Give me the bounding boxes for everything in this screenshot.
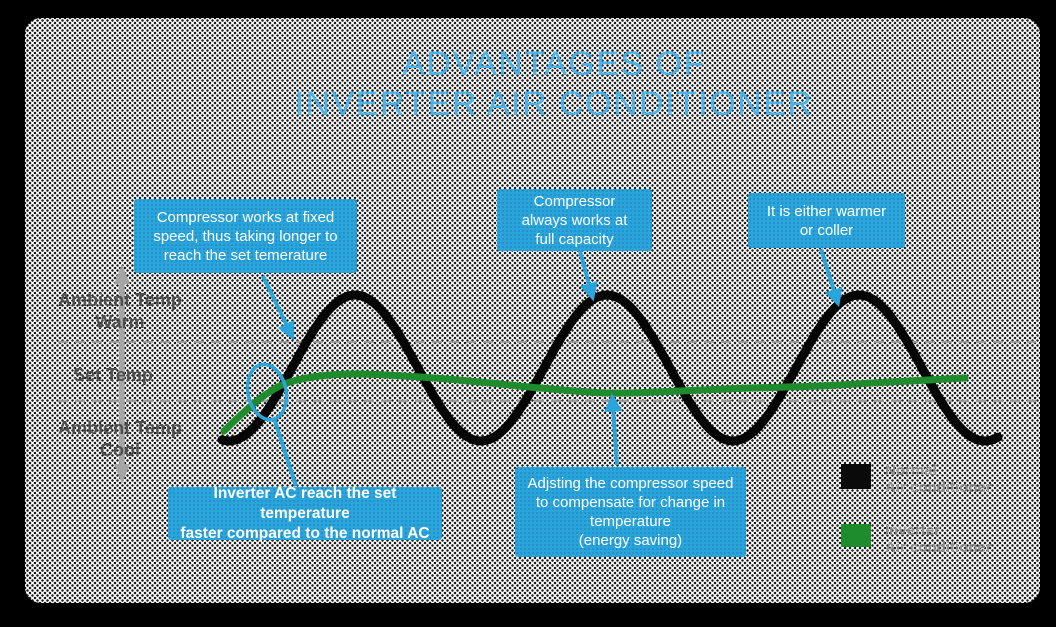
- axis-label-set-temp: Set Temp: [73, 365, 153, 385]
- legend-item-inverter: Inverter Air conditioner: [841, 522, 992, 556]
- legend-label-inverter: Inverter Air conditioner: [885, 522, 992, 556]
- callout-fixed-speed: Compressor works at fixed speed, thus ta…: [134, 199, 357, 273]
- page-title: ADVANTAGES OF INVERTER AIR CONDITIONER: [54, 44, 1054, 124]
- inverter-ac-swatch-icon: [841, 524, 871, 547]
- title-line-1: ADVANTAGES OF: [402, 45, 706, 83]
- normal-ac-swatch-icon: [841, 464, 871, 489]
- title-line-2: INVERTER AIR CONDITIONER: [294, 85, 814, 123]
- callout-full-capacity: Compressor always works at full capacity: [497, 189, 652, 251]
- callout-inverter-faster: Inverter AC reach the set temperature fa…: [168, 485, 442, 542]
- axis-label-ambient-cool: Ambient Temp Cool: [58, 418, 182, 460]
- callout-adjusting-speed: Adjsting the compressor speed to compens…: [515, 467, 746, 557]
- axis-label-ambient-warm: Ambient Temp Warm: [58, 290, 182, 332]
- legend: Normal Air conditioner Inverter Air cond…: [841, 462, 1041, 572]
- legend-label-normal: Normal Air conditioner: [885, 462, 992, 496]
- legend-item-normal: Normal Air conditioner: [841, 462, 992, 496]
- callout-warmer-coller: It is either warmer or coller: [748, 193, 905, 248]
